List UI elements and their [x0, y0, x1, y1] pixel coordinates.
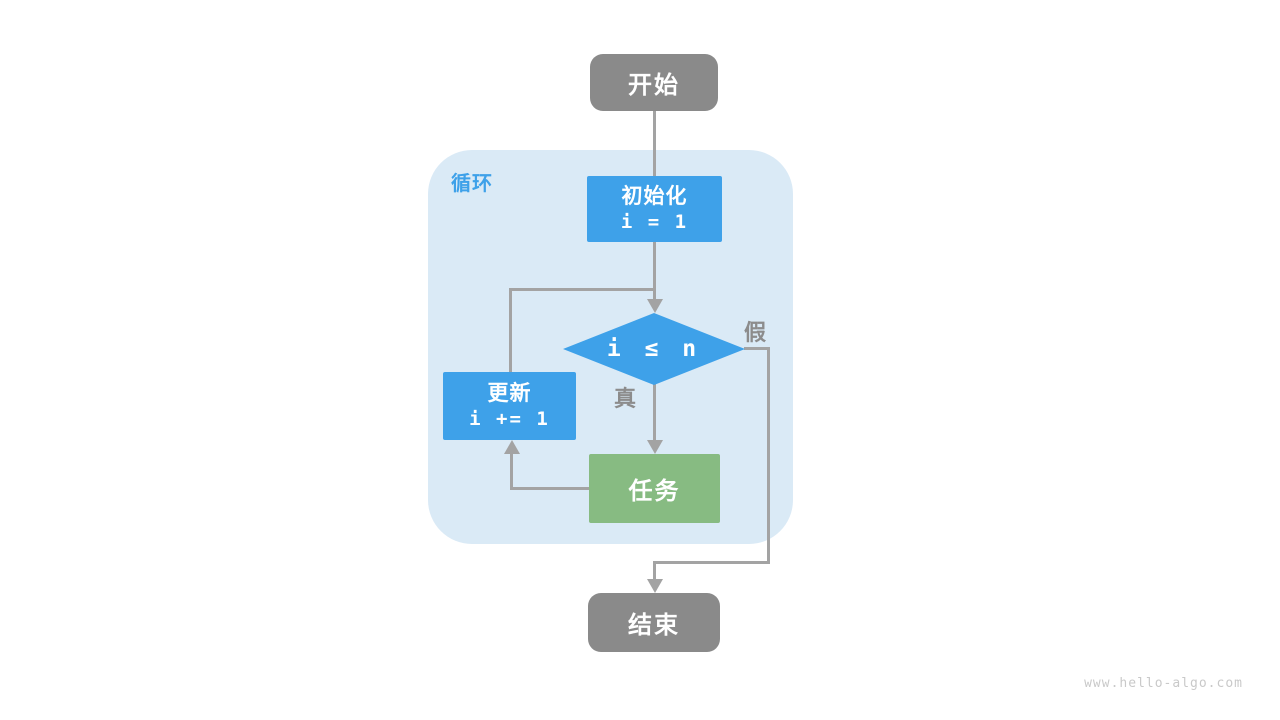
branch-label-true: 真 [614, 386, 637, 411]
edge-start-to-init [653, 110, 656, 178]
edge-loopback-vertical [509, 288, 512, 374]
edge-false-to-end [653, 561, 656, 582]
node-start-label: 开始 [628, 72, 680, 99]
edge-false-across [653, 561, 770, 564]
node-end: 结束 [588, 593, 720, 652]
node-task-label: 任务 [628, 478, 681, 505]
edge-false-down [767, 347, 770, 564]
node-init: 初始化 i = 1 [587, 176, 722, 242]
loop-scope-label: 循环 [451, 173, 493, 195]
arrowhead-into-task [647, 440, 663, 454]
watermark: www.hello-algo.com [1084, 676, 1243, 691]
branch-label-false: 假 [744, 320, 767, 345]
node-condition-label: i ≤ n [606, 336, 702, 362]
edge-loopback-horizontal [509, 288, 656, 291]
arrowhead-into-update [504, 440, 520, 454]
edge-condition-to-task [653, 384, 656, 443]
edge-init-to-condition [653, 241, 656, 302]
arrowhead-into-end [647, 579, 663, 593]
node-update-code: i += 1 [469, 408, 550, 431]
node-init-code: i = 1 [620, 211, 689, 234]
edge-left-to-update [510, 452, 513, 490]
node-init-title: 初始化 [621, 185, 688, 208]
node-update-title: 更新 [487, 382, 532, 405]
node-start: 开始 [590, 54, 718, 111]
node-update: 更新 i += 1 [443, 372, 576, 440]
node-task: 任务 [589, 454, 720, 523]
edge-task-to-left [510, 487, 590, 490]
edge-false-out [744, 347, 770, 350]
node-end-label: 结束 [628, 612, 680, 639]
arrowhead-into-condition [647, 299, 663, 313]
